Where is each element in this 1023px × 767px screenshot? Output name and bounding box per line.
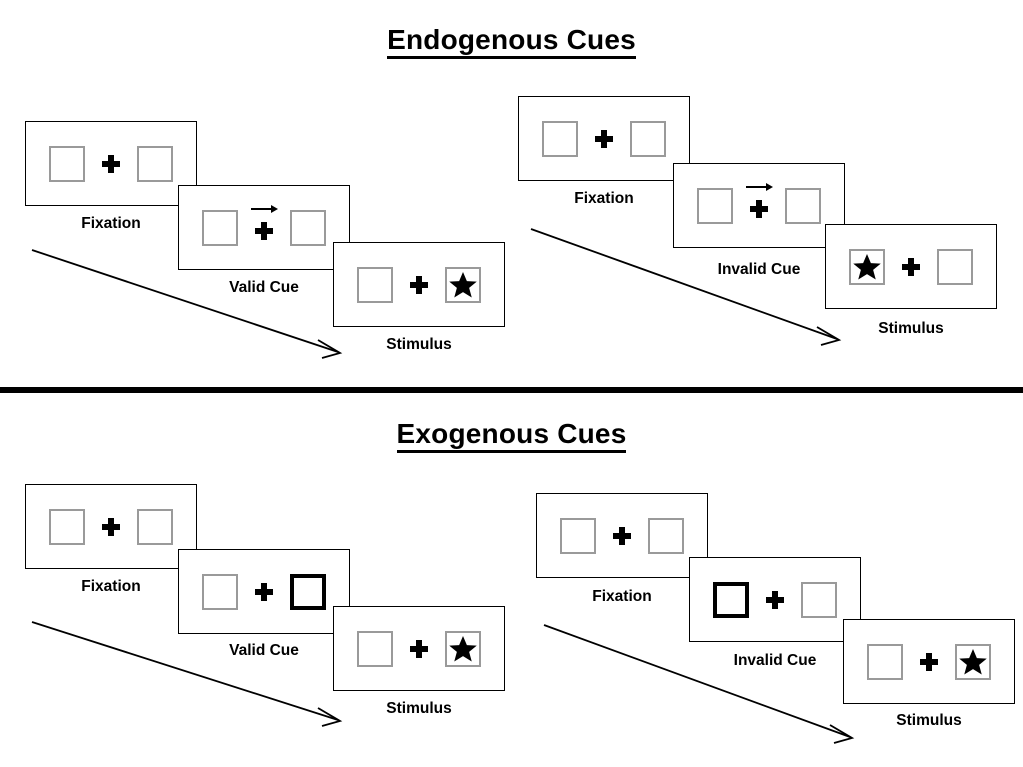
fixation-plus-icon bbox=[902, 257, 920, 276]
stimulus-box-right bbox=[445, 630, 481, 667]
section-title-endogenous: Endogenous Cues bbox=[0, 24, 1023, 59]
fixation-plus-icon bbox=[920, 652, 938, 671]
panel-endogenous-invalid-stimulus bbox=[825, 224, 997, 309]
section-title-exogenous: Exogenous Cues bbox=[0, 418, 1023, 453]
panel-exogenous-valid-fixation bbox=[25, 484, 197, 569]
fixation-plus-icon bbox=[255, 582, 273, 601]
panel-endogenous-invalid-cue bbox=[673, 163, 845, 248]
star-icon bbox=[958, 647, 988, 677]
stimulus-box-right bbox=[785, 187, 821, 224]
center-slot bbox=[885, 244, 937, 290]
panel-endogenous-valid-fixation bbox=[25, 121, 197, 206]
caption-exogenous-valid-cue: Valid Cue bbox=[229, 642, 299, 659]
center-slot bbox=[85, 504, 137, 550]
cue-arrow-right-icon bbox=[249, 204, 279, 214]
section-title-endogenous-text: Endogenous Cues bbox=[387, 24, 636, 59]
center-slot bbox=[578, 116, 630, 162]
stimulus-box-right bbox=[937, 248, 973, 285]
caption-endogenous-valid-stimulus: Stimulus bbox=[386, 336, 452, 353]
center-slot bbox=[903, 639, 955, 685]
fixation-plus-icon bbox=[255, 221, 273, 240]
center-slot bbox=[393, 262, 445, 308]
caption-exogenous-valid-stimulus: Stimulus bbox=[386, 700, 452, 717]
stimulus-box-left bbox=[202, 573, 238, 610]
caption-endogenous-valid-cue: Valid Cue bbox=[229, 279, 299, 296]
stimulus-box-left bbox=[849, 248, 885, 285]
stimulus-box-right bbox=[290, 209, 326, 246]
stimulus-box-left bbox=[49, 145, 85, 182]
stimulus-box-right bbox=[801, 581, 837, 618]
stimulus-box-left bbox=[202, 209, 238, 246]
star-icon bbox=[448, 270, 478, 300]
stimulus-box-left bbox=[542, 120, 578, 157]
panel-exogenous-valid-cue bbox=[178, 549, 350, 634]
stimulus-box-left bbox=[357, 266, 393, 303]
stimulus-box-right bbox=[630, 120, 666, 157]
fixation-plus-icon bbox=[410, 639, 428, 658]
center-slot bbox=[393, 626, 445, 672]
panel-exogenous-invalid-stimulus bbox=[843, 619, 1015, 704]
stimulus-box-right bbox=[137, 508, 173, 545]
sequence-arrow-exogenous-valid bbox=[30, 620, 348, 730]
panel-exogenous-invalid-fixation bbox=[536, 493, 708, 578]
section-title-exogenous-text: Exogenous Cues bbox=[396, 418, 627, 453]
caption-endogenous-valid-fixation: Fixation bbox=[81, 215, 141, 232]
panel-exogenous-invalid-cue bbox=[689, 557, 861, 642]
stimulus-box-left bbox=[49, 508, 85, 545]
center-slot bbox=[85, 141, 137, 187]
panel-endogenous-valid-cue bbox=[178, 185, 350, 270]
stimulus-box-left bbox=[867, 643, 903, 680]
stimulus-box-left bbox=[357, 630, 393, 667]
caption-endogenous-invalid-stimulus: Stimulus bbox=[878, 320, 944, 337]
stimulus-box-right bbox=[648, 517, 684, 554]
star-icon bbox=[448, 634, 478, 664]
stimulus-box-right bbox=[137, 145, 173, 182]
panel-endogenous-invalid-fixation bbox=[518, 96, 690, 181]
fixation-plus-icon bbox=[595, 129, 613, 148]
stimulus-box-right bbox=[445, 266, 481, 303]
star-icon bbox=[852, 252, 882, 282]
fixation-plus-icon bbox=[102, 154, 120, 173]
fixation-plus-icon bbox=[102, 517, 120, 536]
caption-endogenous-invalid-fixation: Fixation bbox=[574, 190, 634, 207]
panel-exogenous-valid-stimulus bbox=[333, 606, 505, 691]
stimulus-box-left-cued bbox=[713, 581, 749, 618]
cue-arrow-right-icon bbox=[744, 182, 774, 192]
stimulus-box-left bbox=[560, 517, 596, 554]
caption-exogenous-valid-fixation: Fixation bbox=[81, 578, 141, 595]
section-divider bbox=[0, 387, 1023, 393]
fixation-plus-icon bbox=[613, 526, 631, 545]
caption-exogenous-invalid-cue: Invalid Cue bbox=[733, 652, 817, 669]
caption-exogenous-invalid-fixation: Fixation bbox=[592, 588, 652, 605]
caption-exogenous-invalid-stimulus: Stimulus bbox=[896, 712, 962, 729]
center-slot bbox=[749, 577, 801, 623]
fixation-plus-icon bbox=[750, 199, 768, 218]
stimulus-box-right-cued bbox=[290, 573, 326, 610]
stimulus-box-right bbox=[955, 643, 991, 680]
caption-endogenous-invalid-cue: Invalid Cue bbox=[717, 261, 801, 278]
center-slot bbox=[733, 182, 785, 229]
fixation-plus-icon bbox=[766, 590, 784, 609]
panel-endogenous-valid-stimulus bbox=[333, 242, 505, 327]
center-slot bbox=[238, 569, 290, 615]
fixation-plus-icon bbox=[410, 275, 428, 294]
stimulus-box-left bbox=[697, 187, 733, 224]
center-slot bbox=[596, 513, 648, 559]
center-slot bbox=[238, 204, 290, 251]
